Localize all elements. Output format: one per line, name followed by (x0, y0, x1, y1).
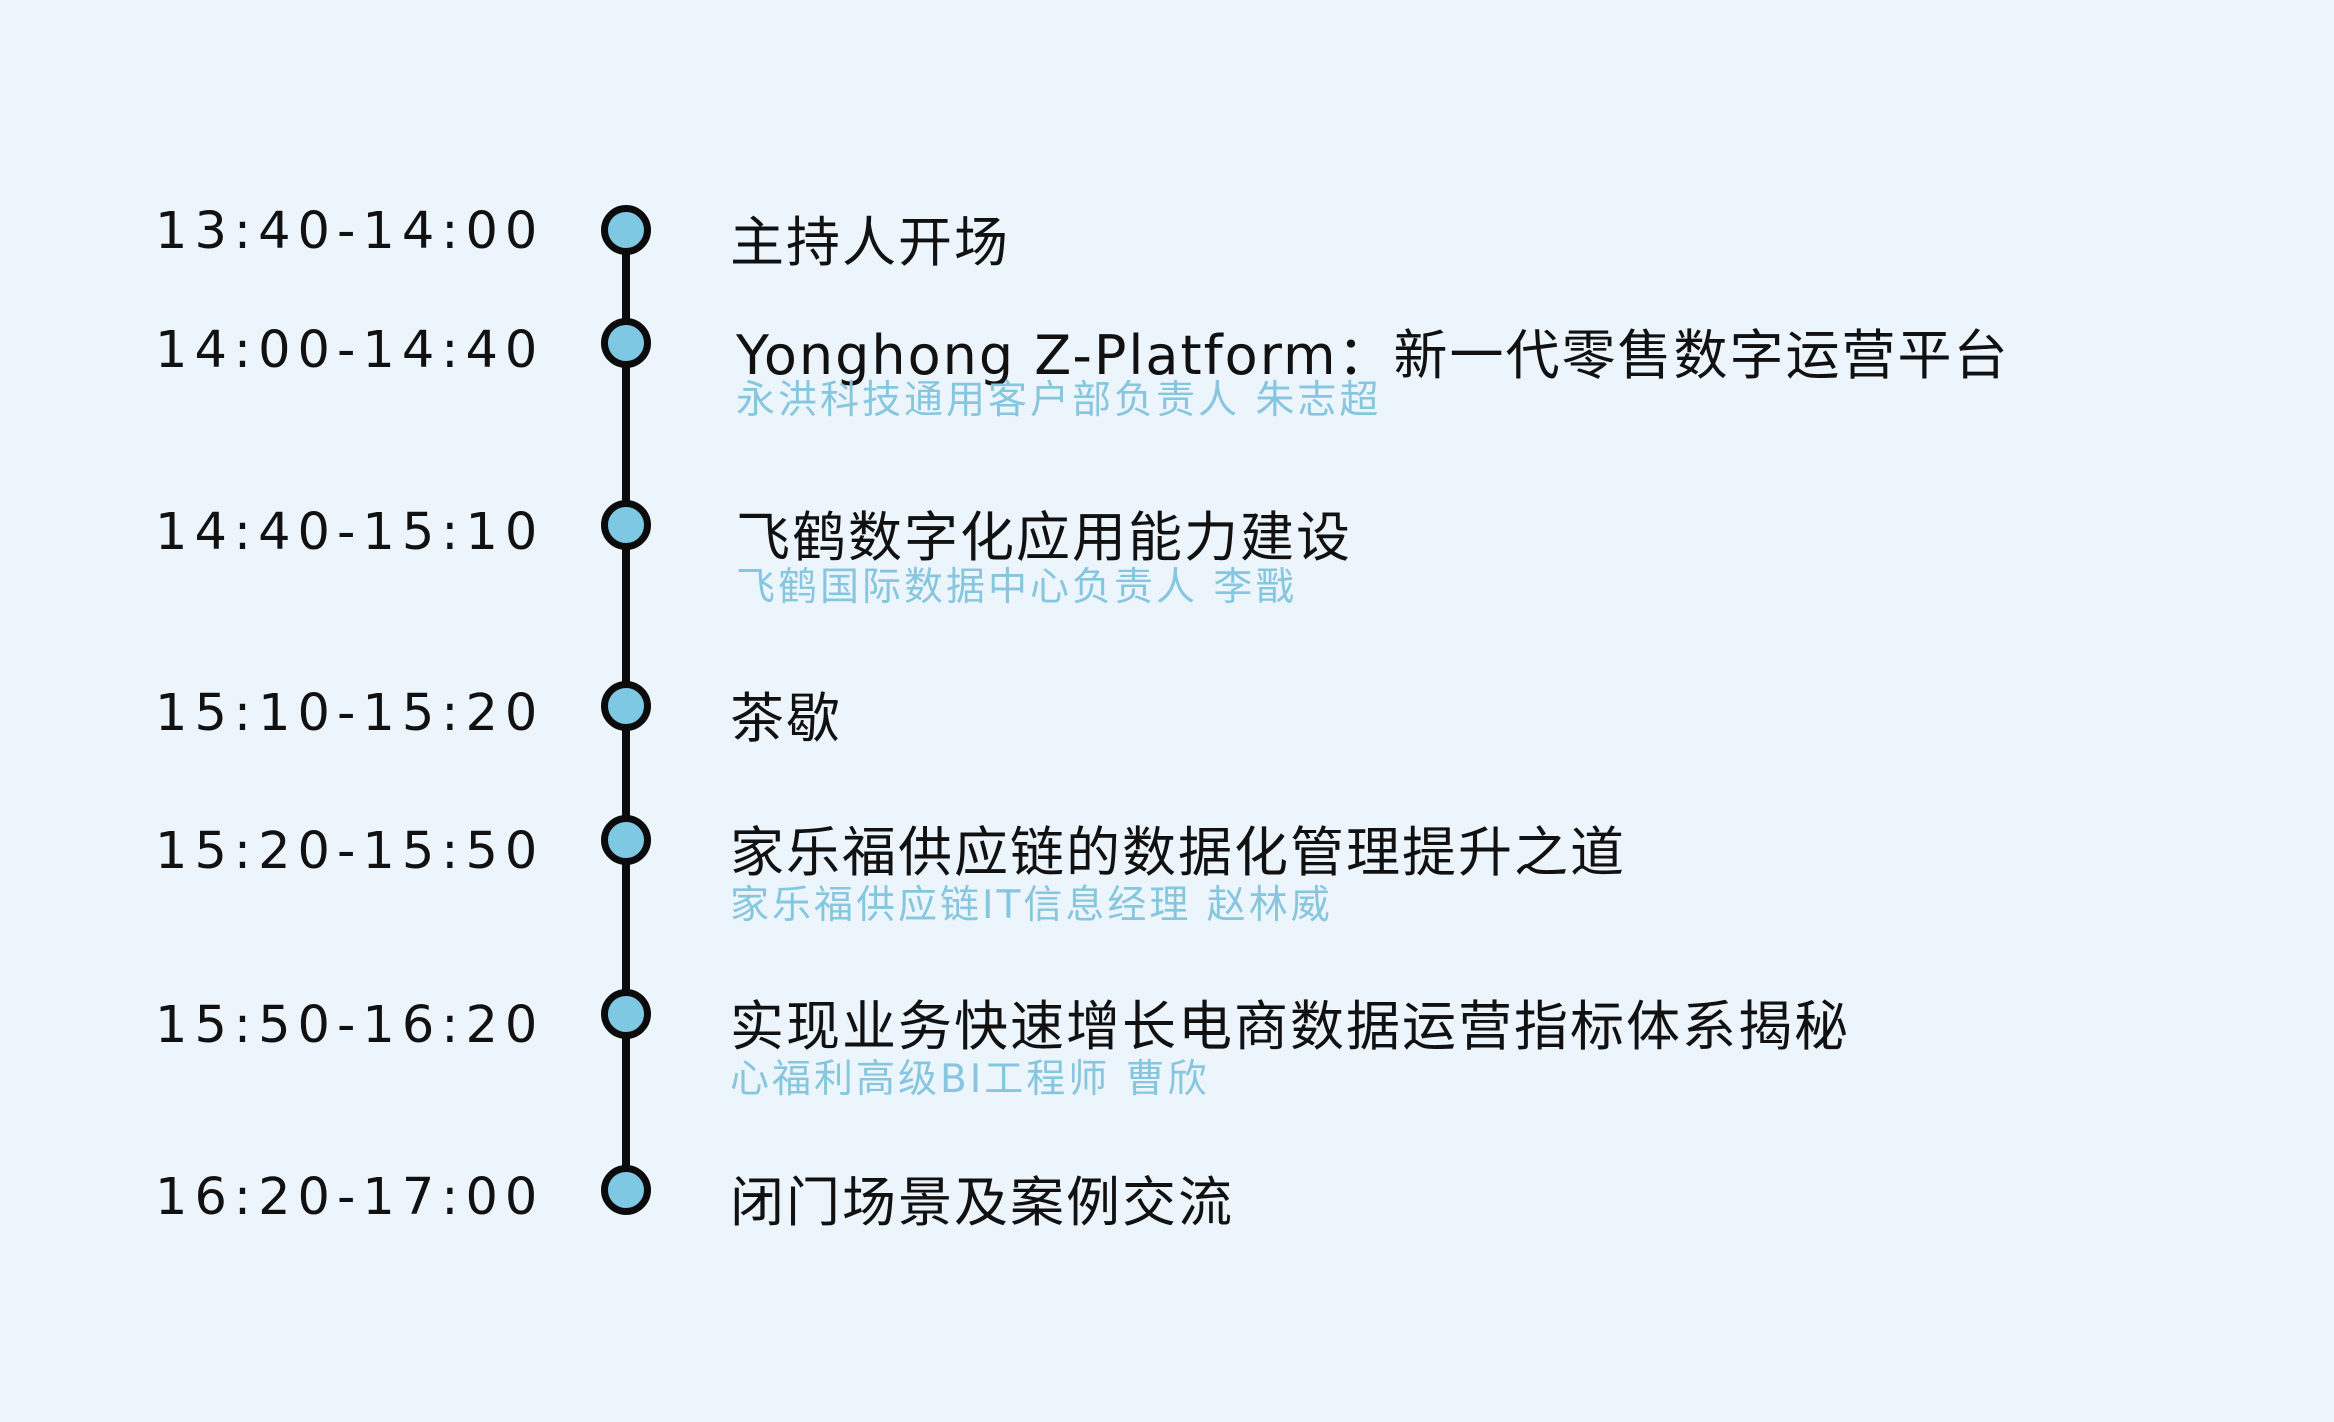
agenda-time: 13:40-14:00 (155, 202, 545, 261)
agenda-title: 家乐福供应链的数据化管理提升之道 (730, 821, 1626, 884)
timeline-dot (601, 318, 651, 368)
agenda-speaker: 飞鹤国际数据中心负责人 李戬 (736, 565, 1298, 610)
agenda-title: 主持人开场 (730, 211, 1010, 274)
agenda-time: 14:00-14:40 (155, 321, 545, 380)
timeline-dot (601, 205, 651, 255)
agenda-speaker: 永洪科技通用客户部负责人 朱志超 (736, 378, 1382, 423)
timeline-dot (601, 681, 651, 731)
agenda-item: 14:00-14:40 Yonghong Z-Platform：新一代零售数字运… (0, 318, 2334, 423)
agenda-speaker: 家乐福供应链IT信息经理 赵林威 (730, 883, 1333, 928)
agenda-time: 15:50-16:20 (155, 996, 545, 1055)
agenda-item: 16:20-17:00 闭门场景及案例交流 (0, 1165, 2334, 1234)
agenda-speaker: 心福利高级BI工程师 曹欣 (730, 1057, 1210, 1102)
agenda-time: 16:20-17:00 (155, 1168, 545, 1227)
agenda-title: Yonghong Z-Platform：新一代零售数字运营平台 (736, 324, 2010, 387)
agenda-time: 14:40-15:10 (155, 503, 545, 562)
agenda-item: 15:10-15:20 茶歇 (0, 681, 2334, 750)
agenda-title: 茶歇 (730, 687, 842, 750)
timeline-dot (601, 500, 651, 550)
agenda-item: 15:50-16:20 实现业务快速增长电商数据运营指标体系揭秘 心福利高级BI… (0, 989, 2334, 1102)
timeline-dot (601, 989, 651, 1039)
agenda-time: 15:20-15:50 (155, 822, 545, 881)
agenda-time: 15:10-15:20 (155, 684, 545, 743)
agenda-title: 飞鹤数字化应用能力建设 (736, 506, 1352, 569)
timeline-dot (601, 1165, 651, 1215)
agenda-title: 实现业务快速增长电商数据运营指标体系揭秘 (730, 995, 1850, 1058)
agenda-item: 13:40-14:00 主持人开场 (0, 202, 2334, 274)
agenda-title: 闭门场景及案例交流 (730, 1171, 1234, 1234)
agenda-item: 15:20-15:50 家乐福供应链的数据化管理提升之道 家乐福供应链IT信息经… (0, 815, 2334, 928)
agenda-item: 14:40-15:10 飞鹤数字化应用能力建设 飞鹤国际数据中心负责人 李戬 (0, 500, 2334, 610)
timeline-dot (601, 815, 651, 865)
